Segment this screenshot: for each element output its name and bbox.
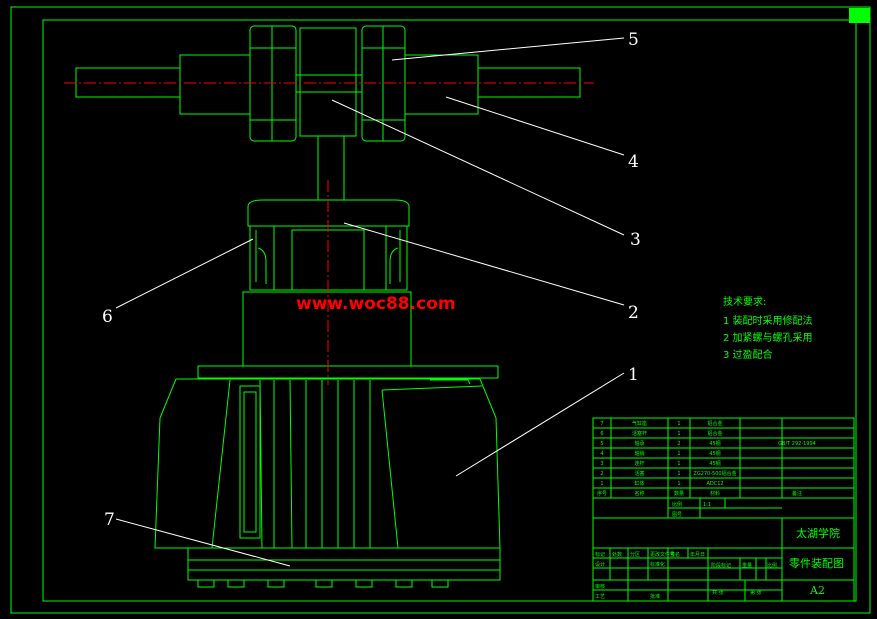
part-label-7: 7 (104, 510, 115, 530)
table-header-cell: 序号 (597, 490, 607, 497)
table-cell: 缸体 (634, 480, 644, 487)
leader-1 (455, 372, 625, 477)
revision-header: 分区 (630, 551, 640, 558)
watermark: www.woc88.com (296, 294, 456, 314)
ratio-label: 比例 (767, 562, 777, 569)
inner-border (42, 19, 857, 602)
outer-border (10, 6, 871, 614)
cylinder-flange (197, 365, 499, 379)
table-cell: 7 (600, 421, 603, 427)
table-cell: ZG270-500铝合金 (693, 470, 736, 477)
rod (317, 135, 345, 201)
sheet-size: A2 (809, 584, 825, 597)
standardization-label: 标准化 (650, 561, 665, 568)
table-cell: 轴销 (634, 450, 644, 457)
weight-label: 重量 (742, 562, 752, 569)
table-cell: 1 (677, 471, 680, 477)
review-label: 审核 (595, 583, 605, 590)
revision-header: 处数 (612, 551, 622, 558)
stage-label: 阶段标记 (711, 562, 731, 569)
table-cell: 6 (600, 431, 603, 437)
table-cell: 轴承 (634, 440, 644, 447)
leader-2 (343, 222, 625, 306)
table-cell: ADC12 (706, 481, 723, 487)
table-cell: 3 (600, 461, 603, 467)
table-cell: 1 (677, 451, 680, 457)
sheets-total: 共 张 (712, 589, 724, 596)
sleeve-left (179, 54, 251, 115)
table-cell: 45钢 (709, 440, 720, 447)
piston-top (247, 199, 410, 227)
table-header-cell: 名称 (634, 490, 644, 497)
table-cell: 1 (677, 481, 680, 487)
table-cell: 1 (600, 481, 603, 487)
table-cell: 45钢 (709, 450, 720, 457)
table-cell: 1 (677, 461, 680, 467)
revision-header: 更改文件号 (650, 551, 675, 558)
table-header-cell: 数量 (674, 490, 684, 497)
title-block (592, 497, 855, 602)
approve-label: 批准 (650, 593, 660, 600)
leader-4 (445, 96, 625, 156)
leader-3 (331, 99, 625, 236)
sheet-label: 图号 (672, 512, 682, 518)
revision-header: 年月日 (690, 551, 705, 558)
part-label-6: 6 (102, 307, 113, 327)
table-cell: 2 (677, 441, 680, 447)
table-cell: 1 (677, 431, 680, 437)
table-cell: 活塞 (634, 470, 644, 477)
table-cell: GB/T 292-1994 (778, 441, 816, 447)
sleeve-right (404, 54, 479, 115)
process-label: 工艺 (595, 594, 605, 600)
table-cell: 45钢 (709, 460, 720, 467)
table-header-cell: 备注 (792, 490, 802, 497)
tech-heading: 技术要求: (723, 295, 766, 308)
cylinder-base (187, 547, 501, 581)
revision-header: 签名 (670, 551, 680, 558)
tech-item: 3 过盈配合 (723, 348, 773, 361)
corner-mark (849, 8, 870, 23)
table-cell: 气缸座 (632, 420, 647, 427)
sheet-number: 第 张 (750, 589, 762, 596)
tech-item: 1 装配时采用修配法 (723, 314, 813, 327)
revision-header: 标记 (595, 551, 605, 558)
drawing-name: 零件装配图 (789, 557, 844, 570)
leader-6 (115, 238, 254, 309)
part-label-2: 2 (628, 303, 639, 323)
table-cell: 2 (600, 471, 603, 477)
scale-label: 比例 (672, 501, 682, 508)
rod-head (299, 27, 357, 137)
table-cell: 活塞杆 (632, 430, 647, 437)
part-label-4: 4 (628, 152, 639, 172)
table-cell: 连杆 (634, 460, 644, 467)
school-name: 太湖学院 (796, 526, 840, 540)
design-label: 设计 (595, 561, 605, 568)
table-cell: 5 (600, 441, 603, 447)
parts-table: 7 气缸座 1 铝合金 6 活塞杆 1 铝合金 5 轴承 2 45钢 GB/T 292-1994 4 轴销 1… (592, 417, 855, 499)
table-cell: 4 (600, 451, 603, 457)
table-cell: 1 (677, 421, 680, 427)
part-label-5: 5 (628, 30, 639, 50)
cylinder-body (154, 378, 501, 549)
leader-5 (391, 37, 625, 61)
part-label-1: 1 (628, 365, 639, 385)
assembly-part-geometry (75, 25, 581, 588)
scale-value: 1:1 (703, 502, 711, 508)
table-cell: 铝合金 (707, 420, 722, 427)
table-header-cell: 材料 (710, 490, 720, 497)
leader-7 (115, 518, 291, 567)
part-label-3: 3 (630, 230, 641, 250)
centerlines (64, 82, 594, 385)
tech-item: 2 加紧螺与螺孔采用 (723, 332, 813, 344)
table-cell: 铝合金 (707, 430, 722, 437)
leader-lines (115, 37, 625, 567)
